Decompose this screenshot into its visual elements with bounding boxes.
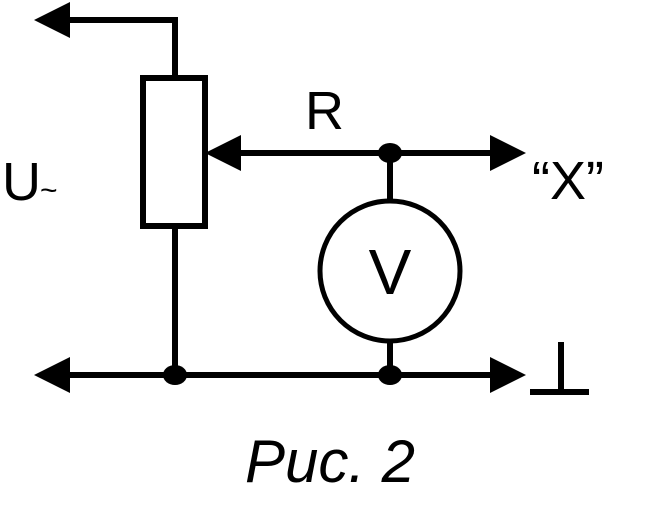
figure-caption: Рис. 2 xyxy=(245,428,415,495)
resistor-label: R xyxy=(305,81,344,141)
junction-bottom-left xyxy=(163,365,187,385)
input-top-lead xyxy=(34,2,178,83)
potentiometer-resistor xyxy=(140,75,208,229)
voltmeter xyxy=(317,198,463,344)
wiper-arrow xyxy=(205,135,526,171)
voltmeter-label: V xyxy=(369,236,412,308)
bottom-rail xyxy=(34,357,526,393)
voltage-label: U xyxy=(2,152,41,212)
ground-symbol xyxy=(530,342,589,395)
voltage-ac-tilde: ~ xyxy=(40,174,58,207)
output-label: “X” xyxy=(532,151,604,211)
junction-bottom-right xyxy=(378,365,402,385)
